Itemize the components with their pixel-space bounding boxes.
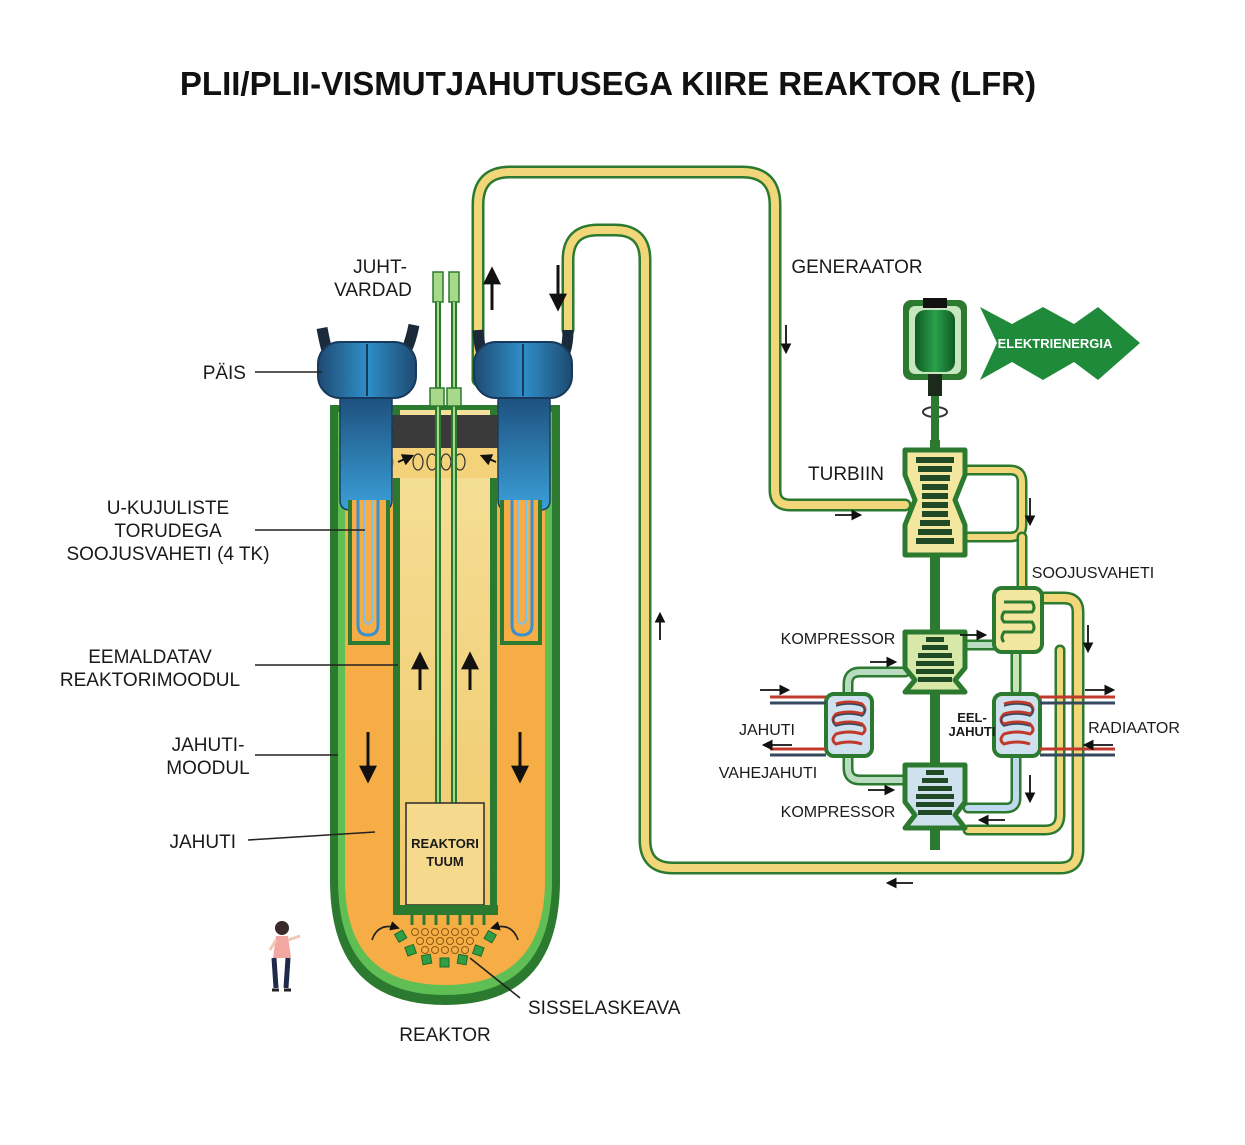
electricity-label: ELEKTRIENERGIA xyxy=(998,336,1113,351)
control-rods-label-line2: VARDAD xyxy=(334,280,412,301)
cooler-left-label: JAHUTI xyxy=(739,722,795,739)
compressor-top xyxy=(902,629,968,695)
compressor-top-label: KOMPRESSOR xyxy=(781,631,896,648)
reactor-flow-arrows xyxy=(359,265,567,784)
compressor-bottom-label: KOMPRESSOR xyxy=(781,804,896,821)
heat-exchanger-label-line3: SOOJUSVAHETI (4 TK) xyxy=(66,544,269,565)
removable-module-label-line1: EEMALDATAV xyxy=(88,647,212,668)
reactor-label: REAKTOR xyxy=(399,1025,491,1046)
intercooler-exchanger xyxy=(824,692,874,758)
turbine-label: TURBIIN xyxy=(808,464,884,485)
control-rods xyxy=(429,271,462,810)
turbine xyxy=(902,447,968,558)
reactor-core: REAKTORI TUUM xyxy=(398,802,498,925)
electricity-output: ELEKTRIENERGIA xyxy=(980,307,1140,380)
coolant-label: JAHUTI xyxy=(170,832,237,853)
coolant-module-label-line2: MOODUL xyxy=(166,758,249,779)
removable-module-label-line2: REAKTORIMOODUL xyxy=(60,670,240,691)
coolant-module-label-line1: JAHUTI- xyxy=(172,735,245,756)
compressor-bottom xyxy=(902,762,968,831)
radiator-label: RADIAATOR xyxy=(1088,720,1180,737)
recuperator-label: SOOJUSVAHETI xyxy=(1032,565,1154,582)
head-right xyxy=(472,329,574,399)
core-label-line1: REAKTORI xyxy=(411,836,479,851)
heat-exchanger-right xyxy=(497,394,551,645)
generator xyxy=(903,298,967,440)
cycle-flow-arrows xyxy=(654,325,1116,889)
head-left xyxy=(316,323,420,399)
heat-exchanger-left xyxy=(339,394,393,645)
control-rods-label-line1: JUHT- xyxy=(353,257,407,278)
precooler-label-line2: JAHUTI xyxy=(949,724,996,739)
heat-exchanger-label-line2: TORUDEGA xyxy=(114,521,222,542)
recuperator xyxy=(992,586,1044,654)
precooler-label-line1: EEL- xyxy=(957,710,987,725)
inlet xyxy=(371,921,519,968)
head-label: PÄIS xyxy=(203,363,246,384)
page-title: PLII/PLII-VISMUTJAHUTUSEGA KIIRE REAKTOR… xyxy=(180,65,1036,102)
precooler-exchanger xyxy=(992,692,1042,758)
core-label-line2: TUUM xyxy=(426,854,464,869)
leader-lines xyxy=(247,371,521,999)
inlet-label: SISSELASKEAVA xyxy=(528,998,681,1019)
person-icon xyxy=(268,921,301,992)
generator-label: GENERAATOR xyxy=(791,257,922,278)
intercooler-label: VAHEJAHUTI xyxy=(719,765,817,782)
external-cooling-lines xyxy=(770,695,1115,757)
heat-exchanger-label-line1: U-KUJULISTE xyxy=(107,498,229,519)
loop-pipes xyxy=(471,165,1085,875)
